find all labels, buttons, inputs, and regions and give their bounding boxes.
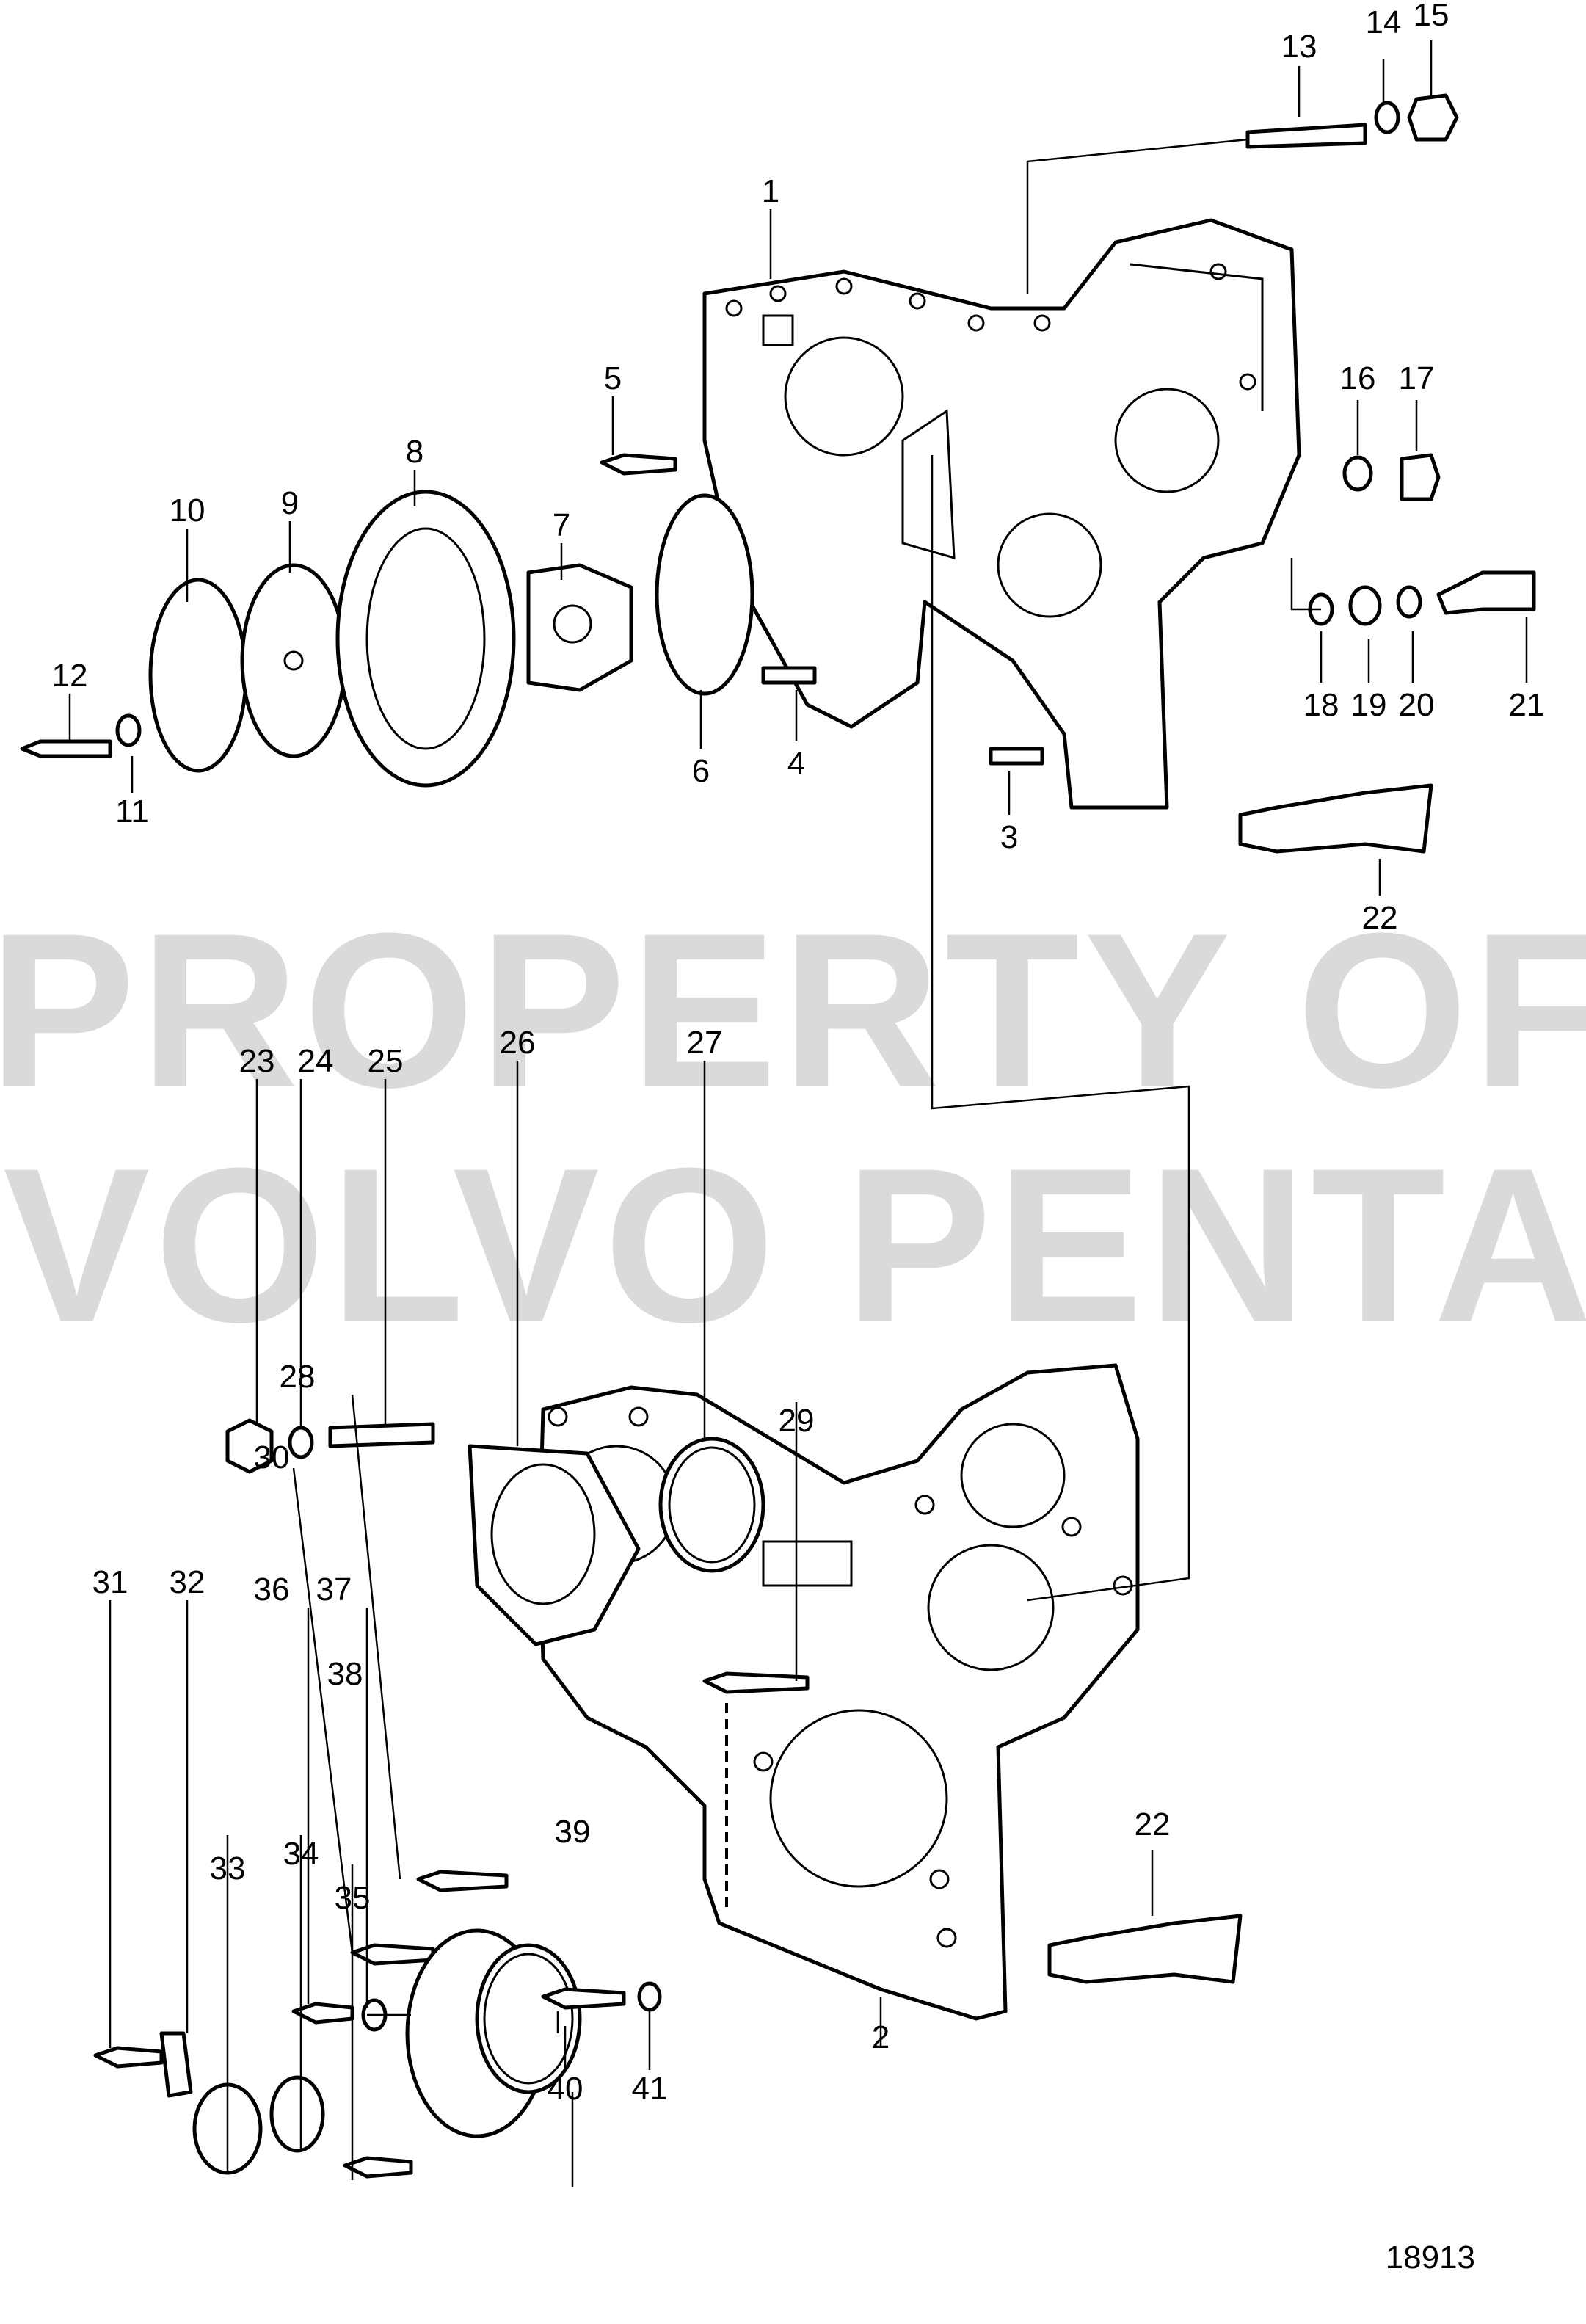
callout-1: 1 (762, 173, 779, 209)
callout-7: 7 (553, 507, 570, 543)
callout-10: 10 (170, 493, 205, 529)
callout-8: 8 (406, 434, 423, 470)
parts-middle (225, 1418, 765, 1646)
callout-21: 21 (1509, 687, 1545, 723)
callout-5: 5 (604, 360, 622, 396)
leader-lines (68, 40, 1528, 2187)
callout-22-lower: 22 (1135, 1806, 1171, 1842)
callout-17: 17 (1399, 360, 1435, 396)
callout-34: 34 (283, 1836, 319, 1872)
callout-11: 11 (115, 794, 149, 829)
callout-2: 2 (872, 2019, 890, 2055)
callout-37: 37 (316, 1572, 352, 1608)
callout-labels: 1 2 3 4 5 6 7 8 9 10 11 12 13 14 15 16 1… (52, 0, 1545, 2107)
callout-29: 29 (779, 1403, 815, 1439)
callout-26: 26 (500, 1025, 536, 1061)
callout-35: 35 (335, 1880, 371, 1916)
parts-upper-left (20, 453, 1044, 788)
callout-18: 18 (1303, 687, 1339, 723)
parts-lower-left (93, 1671, 1243, 2179)
callout-6: 6 (692, 753, 710, 789)
callout-41: 41 (632, 2071, 668, 2107)
callout-27: 27 (687, 1025, 723, 1061)
callout-4: 4 (787, 746, 805, 782)
lower-timing-cover (537, 1363, 1140, 2021)
callout-25: 25 (368, 1043, 404, 1079)
callout-14: 14 (1366, 4, 1402, 40)
callout-19: 19 (1351, 687, 1387, 723)
callout-24: 24 (298, 1043, 334, 1079)
callout-36: 36 (254, 1572, 290, 1608)
callout-9: 9 (281, 485, 299, 521)
callout-39: 39 (555, 1814, 591, 1850)
upper-timing-cover (702, 218, 1301, 810)
callout-15: 15 (1414, 0, 1449, 33)
callout-38: 38 (327, 1656, 363, 1692)
callout-31: 31 (92, 1564, 128, 1600)
callout-16: 16 (1340, 360, 1376, 396)
callout-3: 3 (1000, 819, 1018, 855)
figure-number: 18913 (1386, 2240, 1475, 2276)
callout-32: 32 (170, 1564, 205, 1600)
callout-40: 40 (548, 2071, 583, 2107)
callout-23: 23 (239, 1043, 275, 1079)
callout-33: 33 (210, 1851, 246, 1887)
callout-22-upper: 22 (1362, 900, 1398, 936)
watermark: PROPERTY OF VOLVO PENTA (0, 887, 1586, 1368)
parts-upper-right (1238, 93, 1536, 854)
watermark-line-1: PROPERTY OF (0, 887, 1586, 1133)
callout-28: 28 (280, 1359, 316, 1395)
callout-12: 12 (52, 658, 88, 694)
callout-30: 30 (254, 1439, 290, 1475)
callout-13: 13 (1281, 29, 1317, 65)
callout-20: 20 (1399, 687, 1435, 723)
watermark-line-2: VOLVO PENTA (3, 1122, 1586, 1368)
